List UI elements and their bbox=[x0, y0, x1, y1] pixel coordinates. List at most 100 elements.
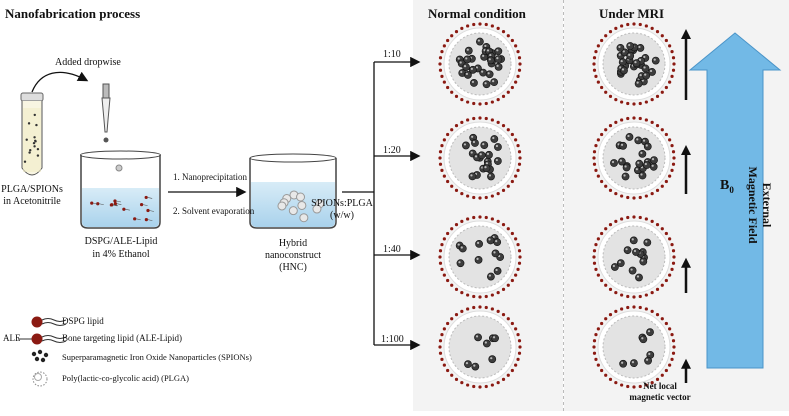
lipid-head bbox=[650, 309, 654, 313]
lipid-head bbox=[664, 38, 668, 43]
lipid-head bbox=[594, 267, 598, 271]
lipid-head bbox=[460, 381, 464, 385]
lipid-molecule bbox=[122, 207, 126, 211]
legend-spion bbox=[37, 349, 43, 355]
lipid-head bbox=[596, 138, 600, 142]
lipid-head bbox=[592, 150, 597, 154]
lipid-head bbox=[517, 68, 522, 72]
spion bbox=[474, 333, 482, 342]
b0-label: B0 bbox=[720, 178, 734, 195]
lipid-head bbox=[484, 101, 488, 106]
spion bbox=[458, 244, 467, 253]
lipid-head bbox=[510, 231, 514, 236]
lipid-head bbox=[438, 261, 443, 265]
lipid-head bbox=[620, 118, 624, 122]
lipid-head bbox=[438, 249, 443, 253]
lipid-head bbox=[596, 273, 600, 277]
lipid-head bbox=[608, 377, 613, 381]
lipid-head bbox=[490, 194, 494, 198]
lipid-head bbox=[594, 243, 598, 247]
lipid-head bbox=[442, 138, 446, 142]
lipid-head bbox=[592, 339, 597, 343]
lipid-head bbox=[614, 219, 618, 223]
lipid-head bbox=[454, 188, 459, 192]
lipid-head bbox=[655, 124, 660, 128]
lipid-head bbox=[440, 144, 444, 148]
ratio-label-1: SPIONs:PLGA bbox=[311, 198, 373, 209]
lipid-head bbox=[490, 100, 494, 104]
lipid-head bbox=[592, 62, 596, 66]
lipid-head bbox=[608, 223, 613, 227]
lipid-head bbox=[484, 195, 488, 200]
lipid-head bbox=[501, 313, 506, 317]
fork-arrows bbox=[374, 56, 421, 351]
field-label: External Magnetic Field bbox=[746, 167, 774, 244]
title-mri: Under MRI bbox=[599, 6, 665, 21]
lipid-head bbox=[668, 327, 672, 331]
lipid-head bbox=[614, 309, 618, 313]
lipid-head bbox=[472, 101, 476, 106]
droplet bbox=[115, 164, 123, 172]
lipid-head bbox=[670, 144, 674, 148]
lipid-head bbox=[655, 377, 660, 381]
lipid-head bbox=[490, 118, 494, 122]
lipid-head bbox=[501, 30, 506, 34]
lipid-head bbox=[604, 283, 608, 287]
lipid-molecule bbox=[113, 199, 117, 203]
tube-particle bbox=[34, 140, 37, 143]
lipid-head bbox=[450, 227, 454, 231]
lipid-head bbox=[506, 227, 510, 231]
lipid-head bbox=[620, 383, 624, 387]
lipid-head bbox=[516, 144, 520, 148]
lipid-head bbox=[644, 217, 648, 221]
lipid-head bbox=[496, 381, 500, 385]
lipid-head bbox=[670, 74, 674, 78]
lipid-head bbox=[450, 184, 454, 188]
lipid-head bbox=[454, 124, 459, 128]
tube-particle bbox=[29, 149, 32, 152]
lipid-head bbox=[655, 313, 660, 317]
lipid-head bbox=[446, 132, 450, 137]
lipid-head bbox=[655, 94, 660, 98]
legend-dspg: DSPG lipid bbox=[62, 316, 104, 326]
lipid-head bbox=[514, 80, 518, 84]
beaker-2 bbox=[249, 153, 337, 229]
plga-core bbox=[602, 225, 666, 289]
lipid-head bbox=[664, 132, 668, 137]
lipid-head bbox=[514, 138, 518, 142]
lipid-head bbox=[478, 196, 482, 200]
lipid-head bbox=[632, 22, 636, 26]
lipid-head bbox=[516, 357, 520, 361]
spion bbox=[464, 71, 472, 79]
spion bbox=[610, 263, 619, 271]
legend-ale: Bone targeting lipid (ALE-Lipid) bbox=[62, 333, 183, 343]
lipid-head bbox=[490, 383, 494, 387]
spion bbox=[482, 339, 491, 348]
lipid-head bbox=[620, 194, 624, 198]
spion bbox=[621, 172, 630, 181]
spion bbox=[487, 172, 495, 181]
spion bbox=[616, 259, 625, 268]
lipid-head bbox=[638, 294, 642, 299]
lipid-head bbox=[632, 295, 636, 299]
lipid-head bbox=[608, 287, 613, 291]
lipid-head bbox=[596, 363, 600, 367]
lipid-head bbox=[620, 307, 624, 311]
lipid-head bbox=[644, 100, 648, 104]
legend-spions: Superparamagnetic Iron Oxide Nanoparticl… bbox=[62, 352, 252, 362]
spion bbox=[491, 249, 500, 258]
lipid-molecule bbox=[109, 203, 113, 207]
step-1-label: 1. Nanoprecipitation bbox=[173, 172, 247, 182]
lipid-head bbox=[660, 373, 664, 377]
lipid-head bbox=[660, 283, 664, 287]
beaker1-label-1: DSPG/ALE-Lipid bbox=[84, 236, 158, 247]
lipid-head bbox=[614, 26, 618, 30]
lipid-head bbox=[501, 94, 506, 98]
spion bbox=[482, 80, 491, 89]
lipid-head bbox=[516, 333, 520, 337]
spion bbox=[623, 246, 632, 255]
lipid-head bbox=[440, 333, 444, 337]
lipid-head bbox=[440, 74, 444, 78]
lipid-head bbox=[608, 124, 613, 128]
